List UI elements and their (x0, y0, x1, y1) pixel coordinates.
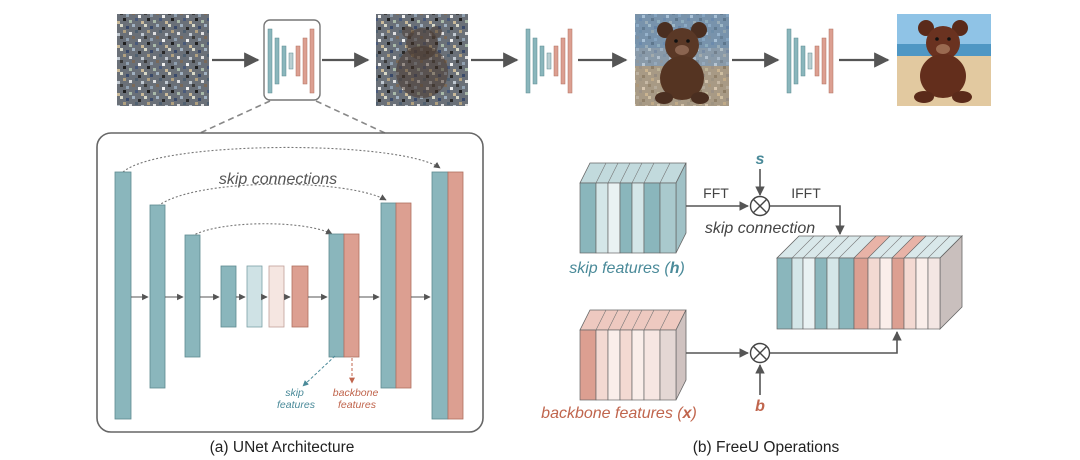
decoder-backbone-block-1 (447, 171, 464, 420)
decoder-skip-block-3 (328, 233, 345, 358)
b-scale-label: b (755, 398, 765, 415)
concatenated-features-cube (776, 235, 963, 330)
caption-freeu-operations: (b) FreeU Operations (693, 439, 840, 456)
unet-panel-frame (96, 132, 484, 433)
mini-unet-icon (525, 28, 573, 94)
pipeline-row (117, 14, 991, 106)
s-scale-label: s (756, 151, 765, 168)
encoder-block-1 (114, 171, 132, 420)
mini-unet-icon (786, 28, 834, 94)
bottleneck-block-1 (220, 265, 237, 328)
caption-unet-architecture: (a) UNet Architecture (210, 439, 355, 456)
bottleneck-block-3 (268, 265, 285, 328)
backbone-features-x-label: backbone features (x) (541, 405, 697, 422)
unet-architecture-panel: skip connections (96, 132, 484, 433)
ifft-path-arrow (770, 205, 845, 235)
bottleneck-block-4 (291, 265, 309, 328)
skip-arc-outer (122, 146, 441, 173)
noise-image (117, 14, 209, 106)
zoom-line-right (315, 100, 386, 134)
freeu-operations-panel: skip features (h) bac (541, 151, 963, 422)
bottleneck-block-2 (246, 265, 263, 328)
backbone-multiply-operator (749, 342, 771, 364)
skip-arc-inner (191, 223, 333, 237)
zoom-line-left (199, 100, 271, 134)
decoder-backbone-block-2 (395, 202, 412, 389)
skip-features-h-label: skip features (h) (569, 260, 685, 277)
skip-multiply-operator (749, 195, 771, 217)
encoder-block-3 (184, 234, 201, 358)
unet-zoom-box (263, 19, 321, 101)
backbone-features-cube (579, 309, 687, 401)
skip-features-label: skip features (277, 387, 316, 411)
partially-denoised-image (376, 14, 468, 106)
skip-features-cube (579, 162, 687, 254)
fft-label: FFT (703, 185, 729, 201)
mini-unet-icon (267, 28, 315, 94)
decoder-skip-block-2 (380, 202, 397, 389)
skip-connections-label: skip connections (219, 171, 337, 188)
skip-arc-middle (157, 183, 387, 207)
skip-connection-label: skip connection (705, 220, 815, 237)
encoder-block-2 (149, 204, 166, 389)
noisy-teddy-bear-image (635, 14, 729, 106)
ifft-label: IFFT (791, 185, 821, 201)
scaled-backbone-arrow (770, 331, 902, 354)
skip-features-pointer (302, 355, 336, 387)
decoder-skip-block-1 (431, 171, 449, 420)
backbone-features-label: backbone features (333, 387, 381, 411)
clean-teddy-bear-image (897, 14, 991, 106)
decoder-backbone-block-3 (343, 233, 360, 358)
